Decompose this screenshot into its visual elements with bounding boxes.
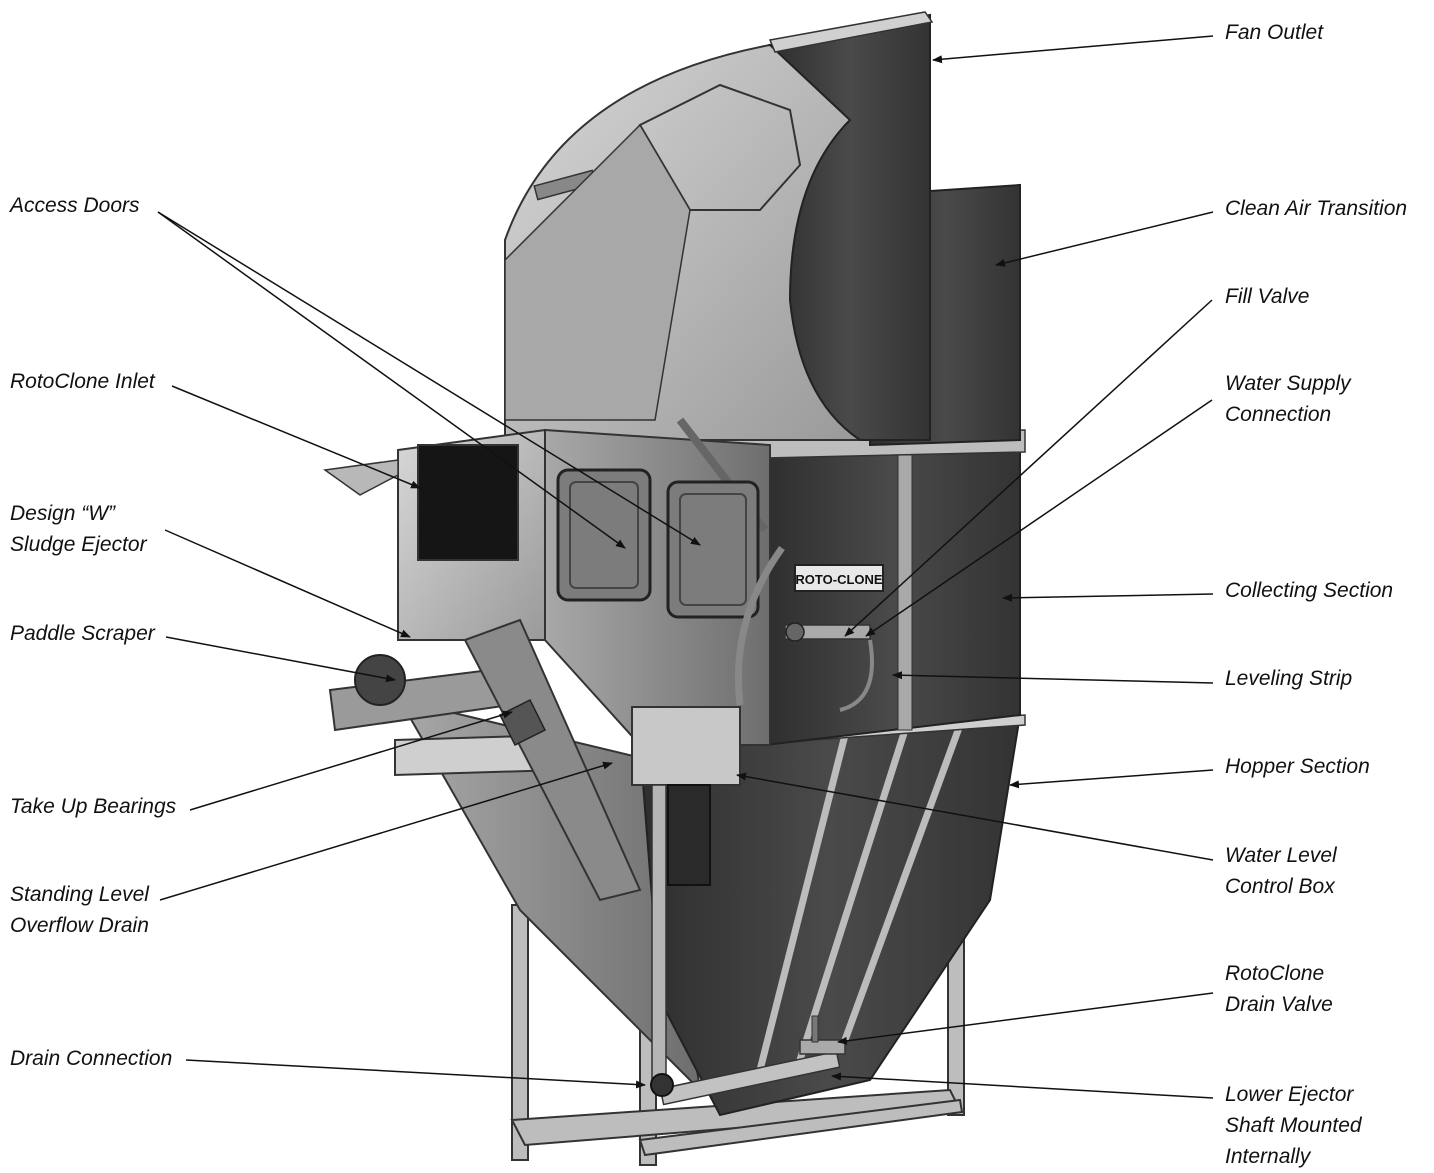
label-water-level-control-box: Water Level Control Box bbox=[1225, 844, 1337, 898]
machine-illustration: ROTO-CLONE bbox=[323, 11, 1026, 1166]
label-paddle-scraper: Paddle Scraper bbox=[10, 622, 155, 645]
label-hopper-section: Hopper Section bbox=[1225, 755, 1370, 778]
leader-leveling-strip bbox=[892, 671, 1214, 684]
label-fill-valve: Fill Valve bbox=[1225, 285, 1310, 308]
leader-water-supply bbox=[865, 399, 1213, 637]
rotoclone-drain-valve bbox=[799, 1015, 846, 1055]
label-sludge-ejector: Design “W” Sludge Ejector bbox=[10, 502, 147, 556]
label-drain-valve: RotoClone Drain Valve bbox=[1225, 962, 1333, 1016]
leader-overflow-drain bbox=[159, 761, 613, 901]
leader-rotoclone-inlet bbox=[171, 385, 421, 489]
hopper-ribs bbox=[756, 723, 964, 1071]
label-rotoclone-inlet: RotoClone Inlet bbox=[10, 370, 155, 393]
fan-volute bbox=[767, 13, 931, 441]
water-level-control-box bbox=[631, 706, 741, 786]
nameplate bbox=[794, 564, 884, 592]
leader-fill-valve bbox=[844, 299, 1213, 637]
label-leveling-strip: Leveling Strip bbox=[1225, 667, 1353, 690]
leader-hopper-section bbox=[1009, 769, 1214, 789]
label-collecting-section: Collecting Section bbox=[1225, 579, 1394, 602]
access-door-right bbox=[666, 480, 760, 619]
leader-paddle-scraper bbox=[165, 636, 396, 683]
fan-outlet bbox=[768, 11, 934, 53]
label-water-supply-connection: Water Supply Connection bbox=[1225, 372, 1351, 426]
leader-take-up-bearings bbox=[189, 710, 513, 811]
label-lower-ejector-shaft: Lower Ejector Shaft Mounted Internally bbox=[1225, 1083, 1362, 1168]
label-fan-outlet: Fan Outlet bbox=[1225, 21, 1324, 44]
leader-water-level-control bbox=[736, 772, 1214, 861]
label-drain-connection: Drain Connection bbox=[10, 1047, 173, 1070]
drain-connection-fitting bbox=[650, 1073, 674, 1097]
leader-fan-outlet bbox=[932, 35, 1214, 64]
leader-access-doors-2 bbox=[157, 211, 701, 546]
leader-sludge-ejector bbox=[164, 529, 411, 638]
label-take-up-bearings: Take Up Bearings bbox=[10, 795, 177, 818]
leader-lines bbox=[157, 35, 1214, 1099]
overflow-drain-pipe bbox=[651, 784, 667, 1086]
leader-collecting-section bbox=[1002, 593, 1214, 602]
leader-lower-ejector bbox=[831, 1072, 1214, 1099]
label-access-doors: Access Doors bbox=[10, 194, 140, 217]
label-overflow-drain: Standing Level Overflow Drain bbox=[10, 883, 149, 937]
leader-drain-valve bbox=[837, 992, 1214, 1045]
label-clean-air-transition: Clean Air Transition bbox=[1225, 197, 1408, 220]
access-door-left bbox=[556, 468, 652, 602]
leader-access-doors-1 bbox=[157, 211, 626, 549]
nameplate-text: ROTO-CLONE bbox=[795, 572, 882, 587]
leader-clean-air-transition bbox=[995, 211, 1214, 267]
leader-drain-connection bbox=[185, 1059, 646, 1089]
